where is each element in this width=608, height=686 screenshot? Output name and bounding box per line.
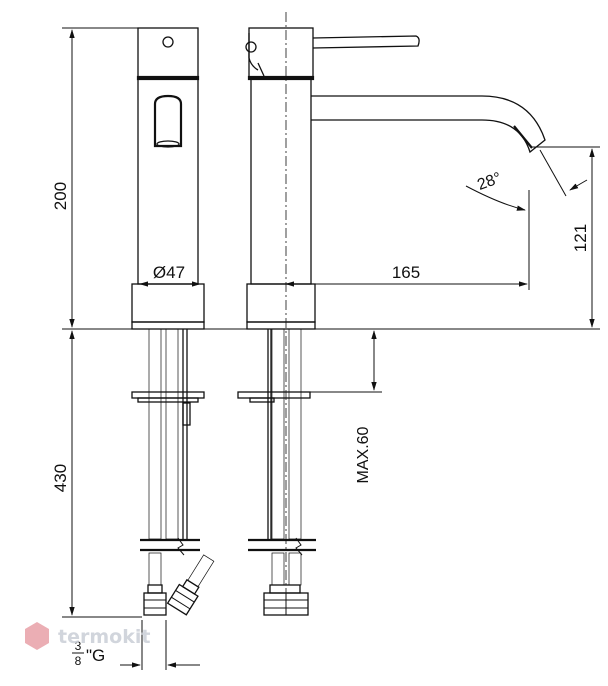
front-view xyxy=(131,27,215,616)
dim-165-label: 165 xyxy=(392,263,420,282)
side-view xyxy=(237,12,546,616)
dim-430-label: 430 xyxy=(51,464,70,492)
watermark-text: termokit xyxy=(58,626,150,648)
thread-type: G xyxy=(92,646,105,665)
thread-numerator: 3 xyxy=(75,639,82,653)
dim-121-label: 121 xyxy=(571,224,590,252)
dim-max-deck-label: MAX.60 xyxy=(355,426,372,483)
dimension-lines xyxy=(62,27,600,670)
watermark-logo-icon xyxy=(25,622,49,650)
thread-denominator: 8 xyxy=(75,654,82,668)
dim-angle-label: 28° xyxy=(475,170,504,194)
watermark: termokit xyxy=(25,622,150,650)
svg-text:": " xyxy=(86,646,92,665)
dim-200-label: 200 xyxy=(51,182,70,210)
thread-size-label: 3 8 " G xyxy=(72,639,105,668)
dim-diameter-label: Ø47 xyxy=(153,263,185,282)
